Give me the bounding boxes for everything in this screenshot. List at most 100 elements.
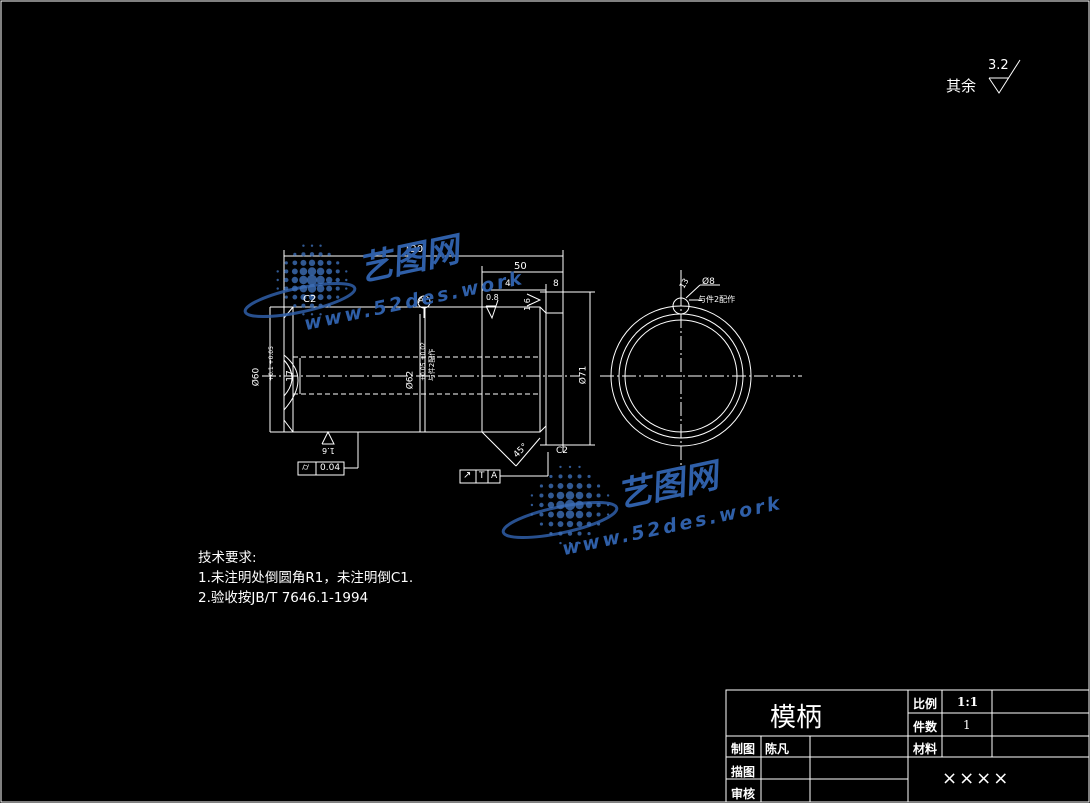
watermark-dot <box>568 465 572 469</box>
watermark-dot <box>293 304 297 308</box>
qty-value: 1 <box>963 718 971 732</box>
watermark-dot <box>547 501 555 509</box>
watermark-dot <box>336 261 340 265</box>
watermark-dot <box>291 285 298 292</box>
watermark-dot <box>596 512 601 517</box>
watermark-dot <box>596 493 601 498</box>
watermark-dot <box>530 513 534 516</box>
watermark-dot <box>316 267 325 276</box>
watermark-dot <box>606 494 610 497</box>
chamfer-left: C2 <box>303 294 317 305</box>
tech-requirement-2: 2.验收按JB/T 7646.1-1994 <box>198 590 369 606</box>
watermark-dot <box>326 268 333 275</box>
tol-frame-2-symbol: ↗ <box>463 470 472 481</box>
surface-finish-value: 3.2 <box>988 58 1009 73</box>
dim-length-50: 50 <box>514 261 527 272</box>
drawing-number: ×××× <box>942 768 1011 789</box>
watermark-dot <box>309 303 315 308</box>
watermark-dot <box>539 502 544 508</box>
tol-frame-1-value: 0.04 <box>320 463 341 473</box>
watermark-dot <box>549 474 553 479</box>
watermark-dot <box>335 286 340 291</box>
watermark-dot <box>548 521 554 527</box>
watermark-dot <box>530 494 534 497</box>
watermark-dot <box>565 491 575 500</box>
watermark-dot <box>284 269 289 274</box>
roughness-16: 1.6 <box>522 298 532 311</box>
watermark-dot <box>300 259 307 266</box>
end-view-centerlines <box>600 270 802 470</box>
watermark-dot <box>559 465 562 469</box>
watermark-dot <box>575 510 584 519</box>
watermark-dot <box>317 294 324 301</box>
watermark-dot <box>284 286 289 291</box>
watermark-dot <box>547 511 554 518</box>
watermark-dot <box>310 244 314 247</box>
tol-frame-2-datum: A <box>491 471 498 481</box>
dim-dia-left-tol: +0.1 +0.05 <box>267 346 275 381</box>
watermark-dot <box>548 483 554 489</box>
watermark-dot <box>596 522 601 526</box>
watermark-dot <box>576 482 583 489</box>
dim-total-length: 120 <box>404 244 424 255</box>
watermark-dot <box>326 260 332 266</box>
watermark-dot <box>586 511 593 518</box>
traced-label: 描图 <box>731 765 756 779</box>
watermark-dot <box>345 278 348 282</box>
watermark-dot <box>566 520 574 528</box>
watermark-dot <box>308 293 316 301</box>
drawn-label: 制图 <box>731 742 756 756</box>
watermark-dot <box>308 259 316 267</box>
watermark-dot <box>300 294 307 301</box>
dim-dia-left: Ø60 <box>251 367 262 387</box>
watermark-dot <box>299 275 308 285</box>
dim-dia-mid: Ø62 <box>405 370 416 390</box>
tol-frame-2-value: T <box>479 471 485 481</box>
watermark-dot <box>559 541 562 545</box>
watermark-dot <box>556 500 565 510</box>
dim-length-8: 8 <box>553 279 559 289</box>
scale-value: 1:1 <box>957 695 979 709</box>
watermark-dot <box>567 531 573 536</box>
material-label: 材料 <box>913 742 938 756</box>
dimension-lines <box>269 250 595 484</box>
watermark-dot <box>558 474 563 479</box>
watermark-dot <box>587 531 591 536</box>
watermark-dot <box>587 474 591 479</box>
watermark-dot <box>319 244 322 247</box>
watermark-dot <box>292 294 298 300</box>
dim-hole-17: 17 <box>285 370 296 382</box>
watermark-dot <box>556 491 565 500</box>
watermark-dot <box>317 259 324 266</box>
surface-finish-prefix: 其余 <box>946 77 977 95</box>
watermark-dot <box>566 482 574 490</box>
dim-length-4: 4 <box>505 279 511 289</box>
watermark-dot <box>276 278 279 282</box>
watermark-dot <box>335 269 340 274</box>
watermark-dot <box>302 244 305 247</box>
watermark-dot <box>575 491 584 500</box>
watermark-dot <box>557 482 564 489</box>
tol-frame-1-symbol: ⌭ <box>302 462 310 473</box>
watermark-dot <box>577 531 582 536</box>
watermark-dot <box>299 284 308 293</box>
watermark-dot <box>539 484 544 488</box>
tech-requirements-title: 技术要求: <box>198 550 257 566</box>
watermark-dot <box>596 502 601 508</box>
watermark-dot <box>567 474 573 479</box>
chamfer-right: C2 <box>556 446 569 456</box>
roughness-08: 0.8 <box>486 293 499 302</box>
watermark-dot <box>565 510 575 519</box>
watermark-dot <box>577 474 582 479</box>
dim-dia-right: Ø71 <box>578 365 589 385</box>
checked-label: 审核 <box>731 787 756 801</box>
watermark-dot <box>302 313 305 316</box>
watermark-dot <box>549 531 553 536</box>
watermark-dot <box>307 284 317 293</box>
watermark-dot <box>327 252 331 256</box>
watermark-dot <box>547 492 554 499</box>
watermark-dot <box>578 465 581 469</box>
surface-finish-symbol <box>988 59 1021 94</box>
